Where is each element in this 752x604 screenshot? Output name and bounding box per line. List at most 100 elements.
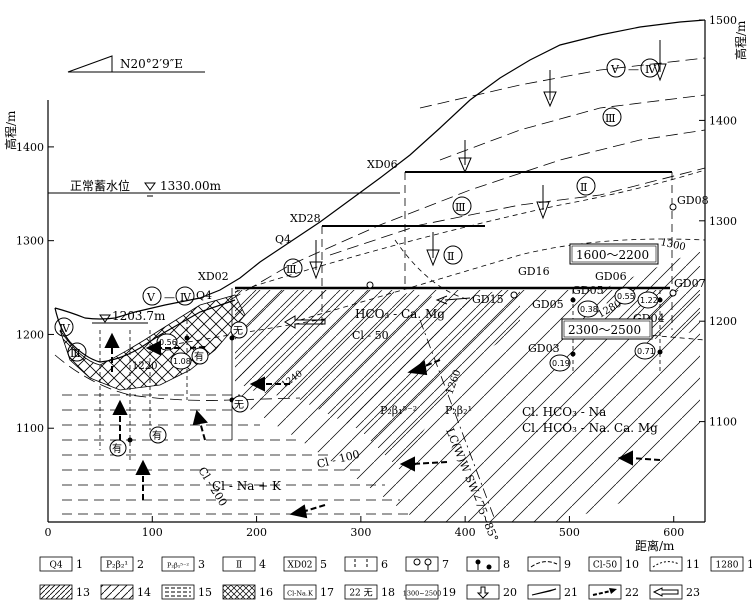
svg-text:Ⅳ: Ⅳ [180,291,192,304]
legend-number: 4 [259,558,266,571]
borehole-dots [127,297,663,443]
circle-marker-icon [366,281,374,289]
svg-text:0.71: 0.71 [637,347,655,356]
legend-number: 21 [564,586,578,599]
zone-iv-left: Ⅳ [54,317,74,337]
svg-text:Ⅴ: Ⅴ [146,291,156,304]
svg-text:Ⅳ: Ⅳ [645,63,657,76]
label-gd05-b: GD05 [532,298,564,311]
legend-number: 15 [198,586,212,599]
svg-text:Ⅱ: Ⅱ [447,250,454,263]
legend-item-13: 13 [39,584,90,600]
fault-line [419,319,496,521]
legend-item-9: 9 [527,556,571,572]
zone-iii-left: Ⅲ [283,258,303,278]
zone-iii-mid: Ⅲ [452,196,472,216]
legend-number: 12 [747,558,752,571]
legend-item-11: 11 [649,556,700,572]
borehole-markers [366,203,677,299]
left-y-tick-label: 1200 [16,328,44,341]
legend-symbol-text: 22 无 [349,588,372,599]
ground-surface [54,19,706,320]
legend-symbol-text: P₂β₂¹ [106,561,128,571]
right-ylabel: 高程/m [733,20,748,60]
adits [231,171,673,440]
chem-cl-hco3-na-ca-mg: Cl. HCO₃ - Na. Ca. Mg [522,421,658,435]
chem-hco3-ca-mg: HCO₃ - Ca. Mg [355,307,445,321]
plot-frame [47,20,706,523]
svg-text:Ⅲ: Ⅲ [70,347,81,360]
right-y-tick-label: 1200 [709,315,737,328]
zone-iii-top: Ⅲ [602,107,622,127]
legend-item-6: 6 [344,556,388,572]
weathering-boundaries [54,57,706,401]
valley-bottom [54,299,236,363]
x-tick-label: 400 [455,526,476,539]
pressure-box-lower: 2300～2500 [561,318,653,340]
legend-symbol-text: 1280 [716,561,739,571]
svg-text:0.56: 0.56 [159,338,177,347]
recharge-arrows [309,40,667,280]
mark-wu: 无 [234,400,244,411]
svg-text:Ⅲ: Ⅲ [455,201,466,214]
legend-item-7: 7 [405,556,449,572]
x-tick-label: 0 [45,526,52,539]
mark-you: 有 [194,350,204,363]
svg-text:Ⅱ: Ⅱ [580,181,587,194]
legend-symbol-text: P₂β₁⁵⁻² [167,562,189,570]
orientation-label: N20°2′9″E [120,57,183,71]
label-q4-toe: Q4 [196,289,212,302]
chem-cl-hco3-na: Cl. HCO₃ - Na [522,405,606,419]
svg-text:Ⅴ: Ⅴ [610,63,620,76]
legend-item-14: 14 [100,584,151,600]
mark-wu: 无 [233,326,243,337]
legend-number: 3 [198,558,205,571]
legend-number: 22 [625,586,639,599]
legend-item-8: 8 [466,556,510,572]
x-tick-label: 300 [350,526,371,539]
svg-text:1.08: 1.08 [173,357,191,366]
cross-hatch-zone [59,294,246,391]
legend-symbol-text: Ⅱ [236,561,242,571]
flow-dashed-arrows [145,340,661,519]
lugeon-values: 0.56 1.08 0.38 0.55 1.22 0.19 0.71 [156,287,659,372]
x-tick-label: 100 [142,526,163,539]
legend-number: 13 [76,586,90,599]
label-gd08: GD08 [677,194,709,207]
right-y-tick-label: 1300 [709,215,737,228]
legend-number: 11 [686,558,700,571]
legend-item-21: 21 [527,584,578,600]
legend-number: 9 [564,558,571,571]
legend-number: 16 [259,586,273,599]
label-gd06: GD06 [595,270,627,283]
pressure-box-upper: 1600～2200 [569,243,659,265]
legend-number: 20 [503,586,517,599]
legend-number: 10 [625,558,639,571]
outflow-arrows [284,295,471,329]
label-gd05-a: GD05 [572,284,604,297]
legend-item-3: P₂β₁⁵⁻² 3 [161,556,205,572]
x-tick-label: 600 [663,526,684,539]
circle-marker-icon [510,291,518,299]
normal-level-label: 正常蓄水位 [70,178,130,193]
legend-number: 8 [503,558,510,571]
legend-number: 5 [320,558,327,571]
legend-number: 14 [137,586,151,599]
label-xd02: XD02 [198,270,229,283]
legend-item-15: 15 [161,584,212,600]
legend-symbol-text: 1300~2500 [403,590,442,598]
label-gd16: GD16 [518,265,550,278]
svg-text:Ⅳ: Ⅳ [59,322,71,335]
contour-1300: 1300 [659,237,686,253]
left-y-tick-label: 1300 [16,235,44,248]
svg-text:—: — [628,63,639,76]
